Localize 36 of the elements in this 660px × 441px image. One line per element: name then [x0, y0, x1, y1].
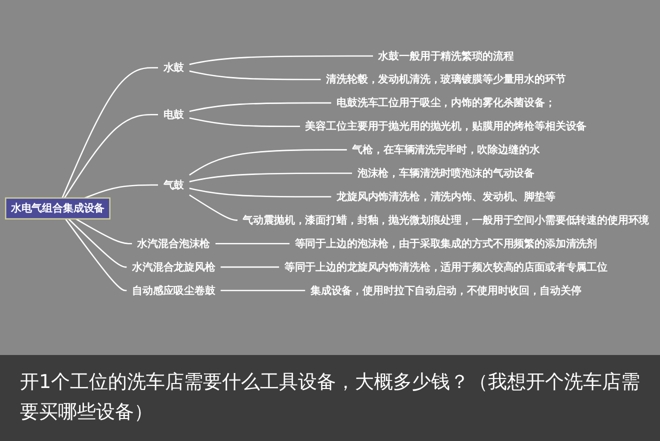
connector [62, 67, 158, 198]
node-text: 等同于上边的龙旋风内饰清洗枪，适用于频次较高的店面或者专属工位 [284, 260, 608, 274]
connector [64, 114, 158, 199]
node-text: 水汽混合泡沫枪 [137, 237, 210, 250]
connector [84, 184, 158, 199]
node-text: 美容工位主要用于抛光用的抛光机，贴膜用的烤枪等相关设备 [305, 120, 587, 132]
node-text: 气枪，在车辆清洗完毕时，吹除边缝的水 [352, 144, 540, 156]
node-text: 电鼓洗车工位用于吸尘，内饰的雾化杀菌设备； [336, 96, 556, 110]
node-text: 龙旋风内饰清洗枪，清洗内饰、发动机、脚垫等 [336, 190, 556, 203]
node-text: 气鼓 [163, 178, 184, 192]
node-text: 等同于上边的泡沫枪，由于采取集成的方式不用频繁的添加清洗剂 [294, 237, 598, 250]
node-text: 电鼓 [163, 108, 184, 121]
caption: 开1个工位的洗车店需要什么工具设备，大概多少钱？（我想开个洗车店需要买哪些设备） [0, 355, 660, 441]
connector [188, 149, 347, 176]
connector [189, 118, 300, 128]
node-text: 集成设备，使用时拉下自动启动，不使用时收回，自动关停 [310, 284, 582, 297]
node-text: 水鼓一般用于精洗繁琐的流程 [378, 50, 514, 62]
connector [75, 218, 132, 244]
connector [68, 218, 127, 268]
node-text: 泡沫枪，车辆清洗时喷泡沫的气动设备 [357, 166, 535, 180]
node-box: 水电气组合集成设备 [4, 198, 110, 220]
connector [189, 172, 352, 183]
connector [189, 188, 332, 198]
node-text: 自动感应吸尘卷鼓 [132, 284, 216, 297]
connector [215, 243, 290, 244]
connector [189, 102, 332, 112]
connector [220, 290, 306, 292]
connector [189, 56, 373, 66]
node-text: 水鼓 [163, 61, 184, 74]
connector [188, 194, 238, 222]
connector [220, 266, 280, 268]
node-text: 水汽混合龙旋风枪 [132, 260, 216, 274]
node-text: 气动震抛机，漆面打蜡，封釉，抛光微划痕处理，一般用于空间小需要低转速的使用环境 [242, 214, 650, 226]
connector [189, 70, 321, 80]
node-text: 清洗轮毂，发动机清洗，玻璃镀膜等少量用水的环节 [326, 73, 566, 86]
connector [64, 218, 127, 292]
